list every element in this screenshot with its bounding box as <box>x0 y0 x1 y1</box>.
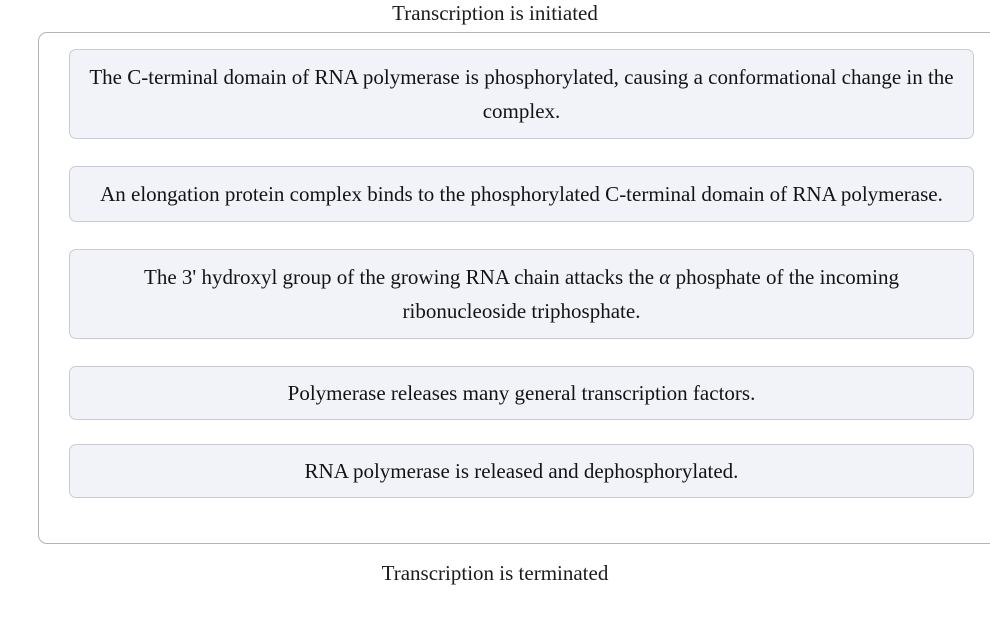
sortable-item[interactable]: Polymerase releases many general transcr… <box>69 366 974 420</box>
start-label: Transcription is initiated <box>392 1 598 25</box>
sortable-item[interactable]: The C-terminal domain of RNA polymerase … <box>69 49 974 139</box>
sortable-item[interactable]: RNA polymerase is released and dephospho… <box>69 444 974 498</box>
sortable-item-text: The C-terminal domain of RNA polymerase … <box>89 65 954 123</box>
sortable-item-text: An elongation protein complex binds to t… <box>100 182 943 206</box>
sortable-item-text: Polymerase releases many general transcr… <box>287 381 756 405</box>
sortable-drop-zone[interactable]: The C-terminal domain of RNA polymerase … <box>38 32 990 544</box>
end-label: Transcription is terminated <box>381 561 609 585</box>
sortable-item-text: RNA polymerase is released and dephospho… <box>304 459 739 483</box>
sortable-item[interactable]: The 3' hydroxyl group of the growing RNA… <box>69 249 974 339</box>
sortable-item-text: The 3' hydroxyl group of the growing RNA… <box>144 265 899 323</box>
sortable-item-list: The C-terminal domain of RNA polymerase … <box>69 49 974 498</box>
sortable-item[interactable]: An elongation protein complex binds to t… <box>69 166 974 222</box>
greek-letter: α <box>659 265 671 289</box>
